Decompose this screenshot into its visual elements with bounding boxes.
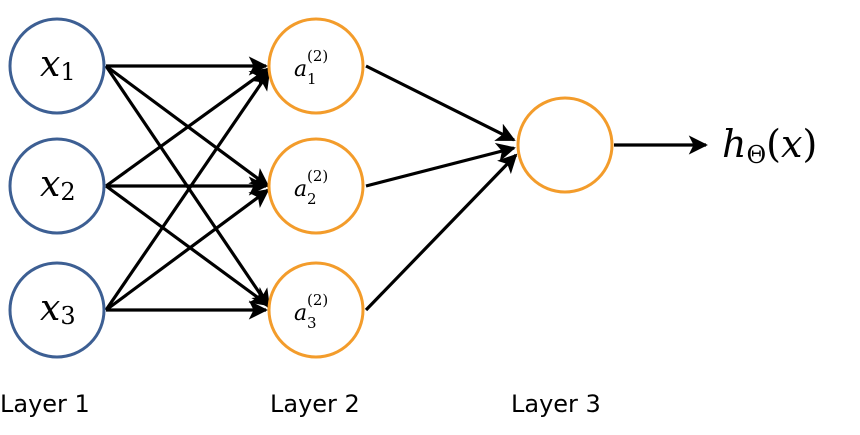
edge-x3-a2 bbox=[105, 188, 270, 312]
hidden-node-circle bbox=[267, 137, 365, 235]
input-node-circle bbox=[8, 137, 106, 235]
edge-a3-out bbox=[364, 153, 518, 312]
edge-a2-out bbox=[365, 142, 516, 188]
edge-x3-a1 bbox=[104, 70, 271, 311]
layer-2-label: Layer 2 bbox=[270, 390, 360, 418]
hidden-node-circle bbox=[267, 17, 365, 115]
edges-layer2-to-layer3 bbox=[364, 64, 518, 312]
input-node-circle bbox=[8, 261, 106, 359]
edge-x2-a3 bbox=[105, 184, 270, 307]
input-node-x3: x3 bbox=[8, 261, 106, 359]
layer-1-label: Layer 1 bbox=[0, 390, 90, 418]
output-node-circle bbox=[516, 96, 614, 194]
input-node-label: x1 bbox=[40, 44, 76, 86]
input-node-circle bbox=[8, 17, 106, 115]
hidden-node-a3: a (2) 3 bbox=[267, 261, 365, 359]
hidden-node-label: a bbox=[294, 57, 307, 82]
edge-a1-out bbox=[365, 64, 516, 142]
input-node-label: x3 bbox=[40, 288, 76, 330]
hidden-node-subscript: 1 bbox=[307, 70, 317, 88]
hidden-node-a1: a (2) 1 bbox=[267, 17, 365, 115]
layer-3-label: Layer 3 bbox=[511, 390, 601, 418]
edges-layer1-to-layer2 bbox=[104, 56, 271, 320]
hidden-node-circle bbox=[267, 261, 365, 359]
output-expression: hΘ(x) bbox=[722, 122, 817, 169]
hidden-node-superscript: (2) bbox=[307, 47, 328, 65]
input-node-x2: x2 bbox=[8, 137, 106, 235]
hidden-layer: a (2) 1 a (2) 2 a bbox=[267, 17, 365, 359]
hidden-node-superscript: (2) bbox=[307, 167, 328, 185]
edge-x2-a1 bbox=[105, 67, 270, 188]
input-layer: x1 x2 x3 bbox=[8, 17, 106, 359]
hidden-node-label: a bbox=[294, 177, 307, 202]
hidden-node-label: a bbox=[294, 301, 307, 326]
input-node-label: x2 bbox=[40, 164, 76, 206]
hidden-node-subscript: 2 bbox=[307, 190, 317, 208]
output-layer bbox=[516, 96, 614, 194]
input-node-x1: x1 bbox=[8, 17, 106, 115]
hidden-node-superscript: (2) bbox=[307, 291, 328, 309]
hidden-node-a2: a (2) 2 bbox=[267, 137, 365, 235]
hidden-node-subscript: 3 bbox=[307, 314, 317, 332]
